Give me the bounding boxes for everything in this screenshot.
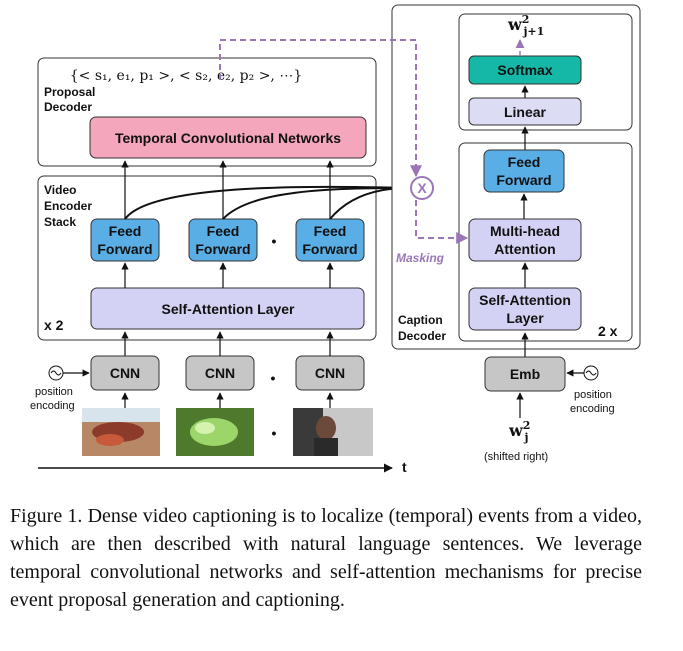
decoder-position-2: encoding	[570, 403, 615, 415]
time-label: t	[402, 459, 407, 475]
mask-multiply-icon	[410, 176, 434, 200]
decoder-position-1: position	[574, 389, 612, 401]
masking-label: Masking	[396, 251, 445, 265]
softmax-label: Softmax	[497, 62, 552, 78]
decoder-label-2: Decoder	[398, 329, 446, 343]
decoder-sa-line2: Layer	[506, 310, 544, 326]
video-frame-2	[176, 408, 254, 456]
decoder-ff-line1: Feed	[508, 154, 541, 170]
emb-label: Emb	[510, 366, 540, 382]
encoder-ff-3-line2: Forward	[302, 241, 357, 257]
tcn-box	[89, 116, 367, 159]
encoder-position-1: position	[35, 386, 73, 398]
decoder-label-1: Caption	[398, 313, 443, 327]
decoder-sa-line1: Self-Attention	[479, 292, 571, 308]
decoder-repeat: 2 x	[598, 323, 618, 339]
decoder-ff-box	[483, 149, 565, 193]
frame-dot: •	[272, 425, 277, 441]
proposal-label-2: Decoder	[44, 100, 92, 114]
encoder-self-attention-label: Self-Attention Layer	[161, 301, 295, 317]
mha-line2: Attention	[494, 241, 555, 257]
encoder-ff-2-line2: Forward	[195, 241, 250, 257]
linear-label: Linear	[504, 104, 547, 120]
encoder-label-3: Stack	[44, 215, 76, 229]
video-frame-1	[82, 408, 160, 456]
figure-caption: Figure 1. Dense video captioning is to l…	[10, 505, 642, 611]
encoder-repeat: x 2	[44, 317, 64, 333]
encoder-ff-1-line2: Forward	[97, 241, 152, 257]
softmax-box	[468, 55, 582, 85]
cnn-label-3: CNN	[315, 365, 345, 381]
encoder-label-2: Encoder	[44, 199, 92, 213]
encoder-label-1: Video	[44, 183, 76, 197]
proposal-formula: {< s₁, e₁, p₁ >, < s₂, e₂, p₂ >, ⋯}	[70, 68, 302, 84]
video-frame-3	[293, 408, 373, 456]
decoder-self-attention-box	[468, 287, 582, 331]
shifted-right-label: (shifted right)	[484, 451, 548, 463]
mask-symbol: X	[417, 180, 427, 196]
encoder-ff-1-line1: Feed	[109, 223, 142, 239]
decoder-ff-line2: Forward	[496, 172, 551, 188]
proposal-label-1: Proposal	[44, 85, 95, 99]
cnn-dot: •	[271, 370, 276, 386]
cnn-label-1: CNN	[110, 365, 140, 381]
encoder-ff-3-line1: Feed	[314, 223, 347, 239]
cnn-label-2: CNN	[205, 365, 235, 381]
architecture-diagram: {< s₁, e₁, p₁ >, < s₂, e₂, p₂ >, ⋯} Prop…	[30, 4, 641, 475]
mha-line1: Multi-head	[490, 223, 560, 239]
encoder-ff-2-line1: Feed	[207, 223, 240, 239]
encoder-dot: •	[272, 233, 277, 249]
emb-box	[484, 356, 566, 392]
encoder-position-2: encoding	[30, 400, 75, 412]
tcn-label: Temporal Convolutional Networks	[115, 130, 341, 146]
multihead-attention-box	[468, 218, 582, 262]
encoder-self-attention-box	[90, 287, 365, 330]
